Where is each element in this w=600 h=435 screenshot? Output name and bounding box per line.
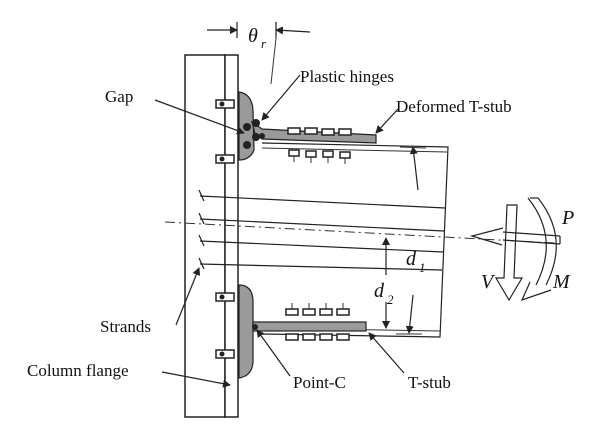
theta-r-subscript: r: [261, 36, 267, 51]
column-bolts: [215, 99, 235, 359]
column: [184, 54, 239, 418]
column-bolt: [215, 349, 235, 359]
column-web: [184, 54, 226, 418]
strand-anchor-2: [198, 212, 205, 225]
d2-symbol: d: [374, 280, 385, 302]
strand-4: [199, 263, 443, 271]
strand-3: [199, 240, 444, 253]
column-bolt: [215, 154, 235, 164]
d1-subscript: 1: [419, 260, 426, 275]
load-v: V: [481, 204, 524, 302]
point-c-label: Point-C: [293, 373, 346, 392]
deformed-tstub-label: Deformed T-stub: [396, 97, 512, 116]
column-flange-leader: [161, 371, 231, 388]
deformed-tstub-leader: [375, 108, 399, 134]
load-m: M: [520, 197, 571, 302]
plastic-hinge-dots: [243, 119, 265, 149]
m-label: M: [552, 271, 571, 293]
strand-1: [199, 195, 446, 209]
bottom-tstub-bolts: [285, 303, 350, 341]
bottom-tstub-stem: [252, 321, 367, 332]
plastic-hinges-leader: [261, 74, 301, 121]
tstub-leader: [368, 332, 405, 374]
point-c-dot: [252, 324, 258, 330]
gap-leader: [154, 99, 245, 135]
top-tstub-bolts: [287, 127, 352, 164]
d2-subscript: 2: [387, 292, 394, 307]
strands-group: [198, 189, 446, 271]
strands-label: Strands: [100, 317, 151, 336]
dimension-d1: d 1: [396, 146, 427, 335]
point-c-leader: [256, 329, 291, 377]
tstub-label: T-stub: [408, 373, 451, 392]
dimension-d2: d 2: [374, 237, 394, 329]
v-label: V: [481, 271, 496, 293]
column-flange-label: Column flange: [27, 361, 129, 380]
column-bolt: [215, 99, 235, 109]
gap-label: Gap: [105, 87, 133, 106]
column-bolt: [215, 292, 235, 302]
strand-2: [199, 218, 445, 232]
rotation-angle: θ r: [207, 22, 311, 85]
strand-anchor-4: [198, 257, 205, 270]
load-p: P: [469, 207, 574, 246]
d1-symbol: d: [406, 248, 417, 270]
column-flange-plate: [224, 54, 239, 418]
bottom-tstub-flange: [238, 284, 254, 379]
centerline: [164, 221, 556, 244]
beam-outline: [261, 142, 449, 338]
plastic-hinges-label: Plastic hinges: [300, 67, 394, 86]
beam: [261, 142, 449, 338]
strand-anchor-3: [198, 234, 205, 247]
strand-anchor-1: [198, 189, 205, 202]
bottom-tstub: [238, 284, 367, 379]
deformed-tstub: [238, 91, 377, 164]
theta-r-symbol: θ: [248, 25, 258, 47]
strands-leader: [175, 267, 201, 326]
p-label: P: [561, 207, 574, 229]
